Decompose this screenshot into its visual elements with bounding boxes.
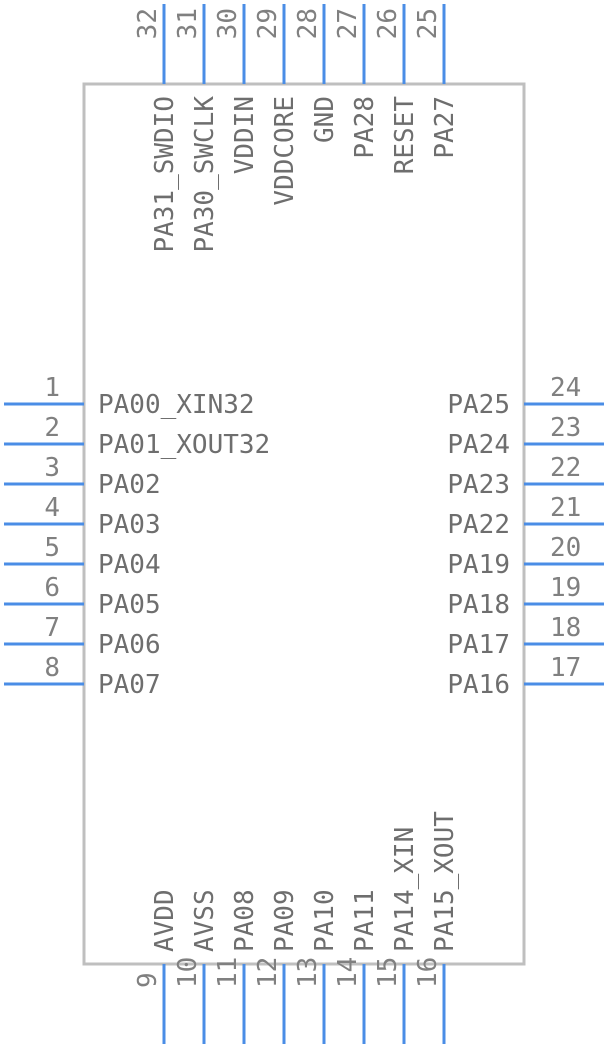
pin-label-14: PA11 xyxy=(350,889,380,952)
pin-number-11: 11 xyxy=(213,957,243,988)
pin-number-21: 21 xyxy=(550,493,581,523)
pin-number-23: 23 xyxy=(550,413,581,443)
pin-number-31: 31 xyxy=(173,8,203,39)
pin-label-1: PA00_XIN32 xyxy=(98,390,255,420)
pin-label-10: AVSS xyxy=(190,889,220,952)
pin-label-23: PA24 xyxy=(447,430,510,460)
pin-label-31: PA30_SWCLK xyxy=(190,96,220,253)
pin-number-25: 25 xyxy=(413,8,443,39)
pin-number-18: 18 xyxy=(550,613,581,643)
pin-label-17: PA16 xyxy=(447,670,510,700)
pin-number-30: 30 xyxy=(213,8,243,39)
pin-label-29: VDDCORE xyxy=(270,96,300,206)
pin-number-4: 4 xyxy=(44,493,60,523)
pin-number-2: 2 xyxy=(44,413,60,443)
pin-label-3: PA02 xyxy=(98,470,161,500)
pin-number-7: 7 xyxy=(44,613,60,643)
pin-label-16: PA15_XOUT xyxy=(430,811,460,952)
pin-number-32: 32 xyxy=(133,8,163,39)
pin-label-24: PA25 xyxy=(447,390,510,420)
pin-label-21: PA22 xyxy=(447,510,510,540)
pin-label-19: PA18 xyxy=(447,590,510,620)
pin-number-15: 15 xyxy=(373,957,403,988)
pin-number-20: 20 xyxy=(550,533,581,563)
pin-number-13: 13 xyxy=(293,957,323,988)
pin-number-28: 28 xyxy=(293,8,323,39)
pin-number-6: 6 xyxy=(44,573,60,603)
pin-number-29: 29 xyxy=(253,8,283,39)
pin-label-8: PA07 xyxy=(98,670,161,700)
ic-body xyxy=(82,82,526,966)
pin-label-18: PA17 xyxy=(447,630,510,660)
pin-number-24: 24 xyxy=(550,373,581,403)
pin-label-26: RESET xyxy=(390,96,420,175)
pin-number-9: 9 xyxy=(133,972,163,988)
pin-label-30: VDDIN xyxy=(230,96,260,174)
pin-number-17: 17 xyxy=(550,653,581,683)
pin-number-1: 1 xyxy=(44,373,60,403)
pin-label-7: PA06 xyxy=(98,630,161,660)
pins-layer: 1PA00_XIN322PA01_XOUT323PA024PA035PA046P… xyxy=(4,4,604,1044)
pin-number-26: 26 xyxy=(373,8,403,39)
pin-number-5: 5 xyxy=(44,533,60,563)
pin-number-22: 22 xyxy=(550,453,581,483)
pin-label-32: PA31_SWDIO xyxy=(150,96,180,253)
pin-label-5: PA04 xyxy=(98,550,161,580)
pin-number-12: 12 xyxy=(253,957,283,988)
pin-number-19: 19 xyxy=(550,573,581,603)
pin-label-22: PA23 xyxy=(447,470,510,500)
pin-label-2: PA01_XOUT32 xyxy=(98,430,270,460)
pin-label-25: PA27 xyxy=(430,96,460,159)
pin-number-3: 3 xyxy=(44,453,60,483)
pin-label-27: PA28 xyxy=(350,96,380,159)
pin-label-4: PA03 xyxy=(98,510,161,540)
pin-label-13: PA10 xyxy=(310,889,340,952)
pin-label-9: AVDD xyxy=(150,889,180,952)
pin-label-6: PA05 xyxy=(98,590,161,620)
pin-label-28: GND xyxy=(310,96,340,143)
pin-label-20: PA19 xyxy=(447,550,510,580)
pin-label-12: PA09 xyxy=(270,889,300,952)
pin-number-14: 14 xyxy=(333,957,363,988)
pin-number-27: 27 xyxy=(333,8,363,39)
pin-label-11: PA08 xyxy=(230,889,260,952)
pin-number-10: 10 xyxy=(173,957,203,988)
pin-label-15: PA14_XIN xyxy=(390,827,420,952)
pin-number-16: 16 xyxy=(413,957,443,988)
pin-number-8: 8 xyxy=(44,653,60,683)
